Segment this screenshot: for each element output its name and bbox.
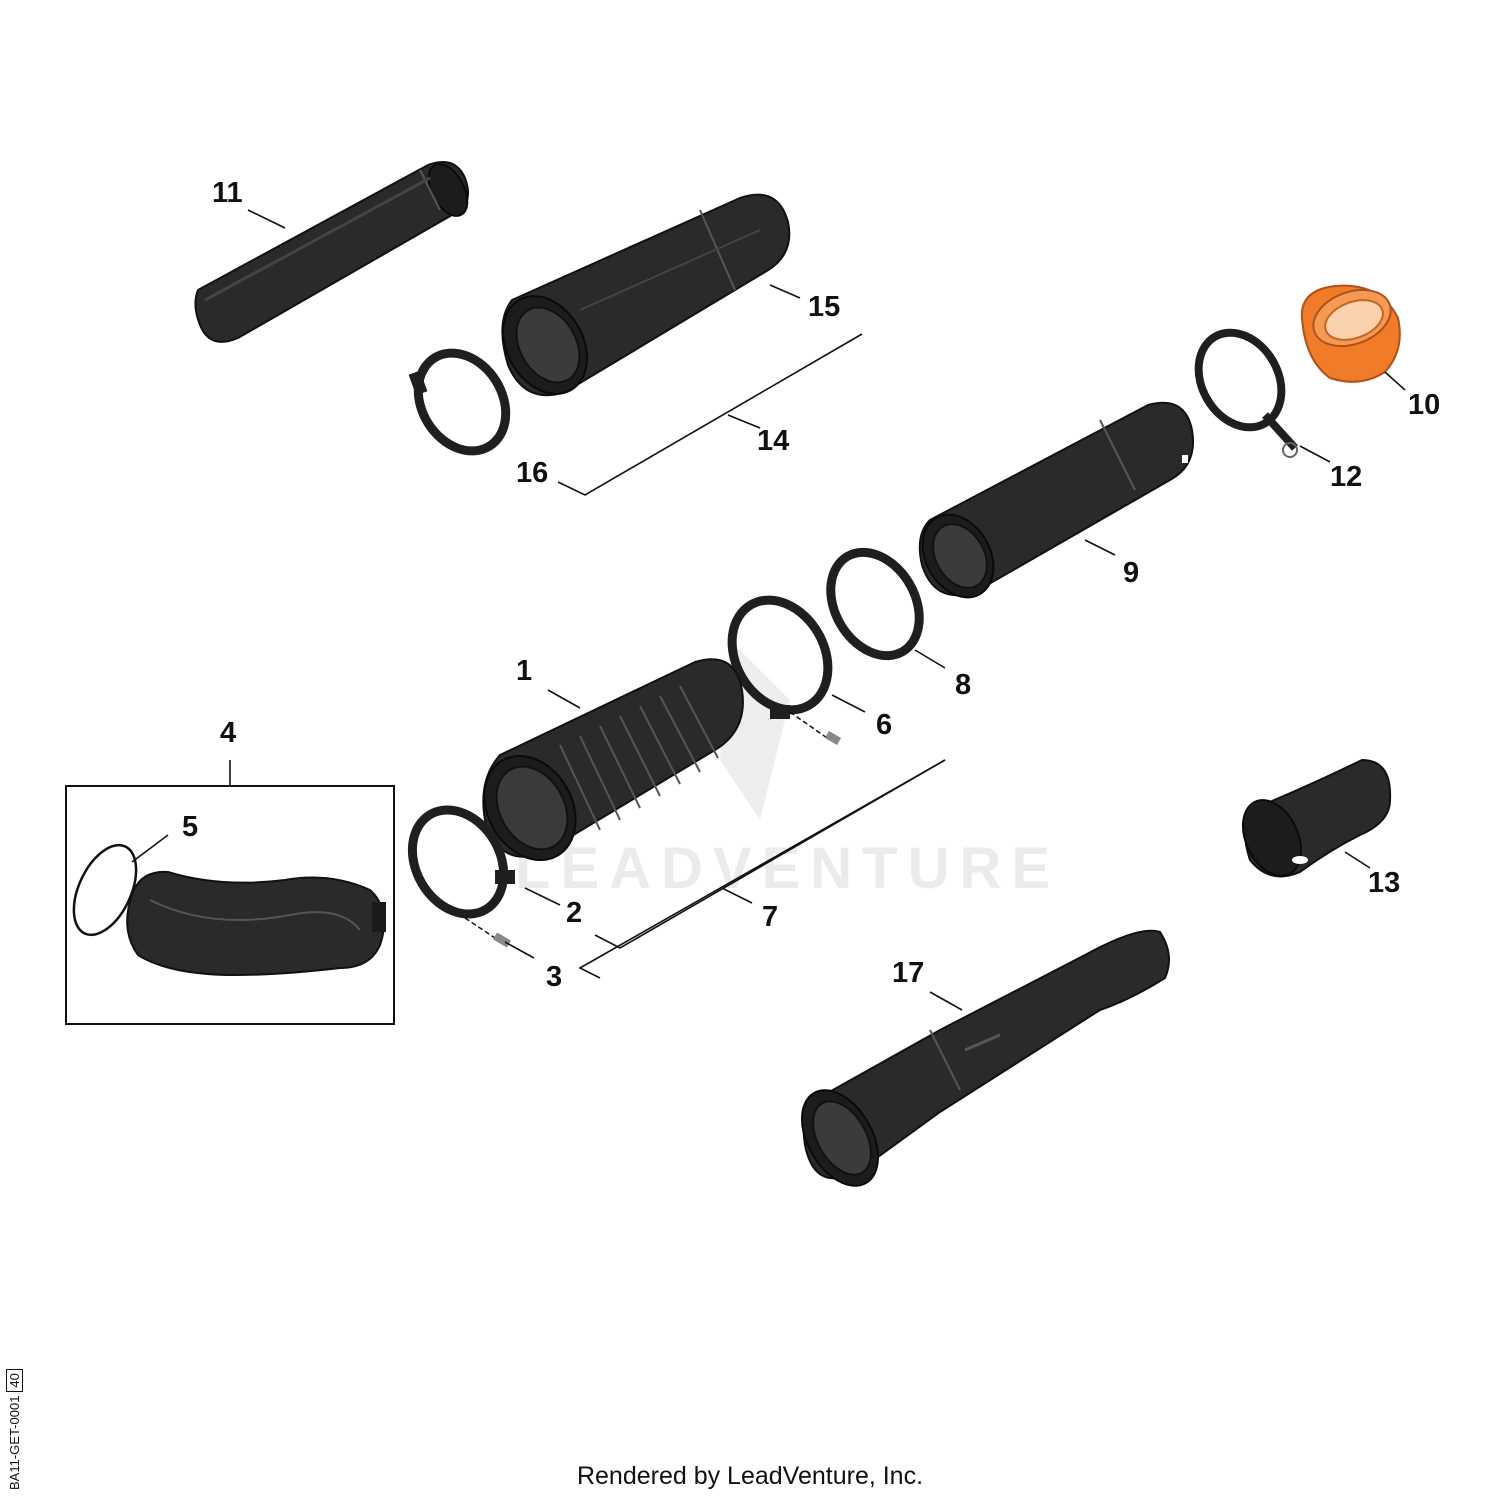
callout-17[interactable]: 17	[892, 957, 924, 989]
part-3-screw[interactable]	[464, 917, 511, 948]
part-13-nozzle[interactable]	[1232, 758, 1392, 885]
callout-11[interactable]: 11	[212, 177, 243, 209]
part-8-ring[interactable]	[813, 536, 937, 671]
part-10-ring-highlighted[interactable]	[1300, 280, 1401, 383]
callout-4[interactable]: 4	[220, 717, 236, 749]
callout-16[interactable]: 16	[516, 457, 548, 489]
callout-10[interactable]: 10	[1408, 389, 1440, 421]
part-12-strap-ring[interactable]	[1182, 318, 1298, 458]
part-9-tube[interactable]	[908, 401, 1194, 610]
callout-6[interactable]: 6	[876, 709, 892, 741]
leader-lines	[131, 209, 1406, 1011]
callout-15[interactable]: 15	[808, 291, 840, 323]
callout-9[interactable]: 9	[1123, 557, 1139, 589]
callout-5[interactable]: 5	[182, 811, 198, 843]
watermark-text: LEADVENTURE	[515, 836, 1060, 901]
callouts: 11 15 14 16 10 12 9 8 1 6 4 5 2 7 3 13 1…	[182, 177, 1440, 993]
part-15-tube[interactable]	[486, 193, 791, 409]
part-4-elbow-kit-box[interactable]	[61, 760, 395, 1025]
part-5-o-ring[interactable]	[61, 836, 149, 945]
watermark: LEADVENTURE	[515, 640, 1060, 901]
callout-14[interactable]: 14	[757, 425, 789, 457]
sheet-number: 40	[6, 1369, 23, 1392]
callout-13[interactable]: 13	[1368, 867, 1400, 899]
part-17-nozzle-tube[interactable]	[786, 929, 1170, 1199]
render-credit-footer: Rendered by LeadVenture, Inc.	[576, 1462, 924, 1490]
callout-2[interactable]: 2	[566, 897, 582, 929]
callout-8[interactable]: 8	[955, 669, 971, 701]
part-1-bellows-hose[interactable]	[466, 658, 744, 876]
part-16-clamp-ring[interactable]	[401, 337, 524, 468]
part-6-clamp[interactable]	[713, 583, 847, 745]
callout-3[interactable]: 3	[546, 961, 562, 993]
callout-1[interactable]: 1	[516, 655, 532, 687]
part-4-elbow[interactable]	[126, 870, 386, 977]
callout-12[interactable]: 12	[1330, 461, 1362, 493]
part-11-tube[interactable]	[194, 158, 475, 343]
part-2-clamp[interactable]	[394, 793, 522, 930]
callout-7[interactable]: 7	[762, 901, 778, 933]
